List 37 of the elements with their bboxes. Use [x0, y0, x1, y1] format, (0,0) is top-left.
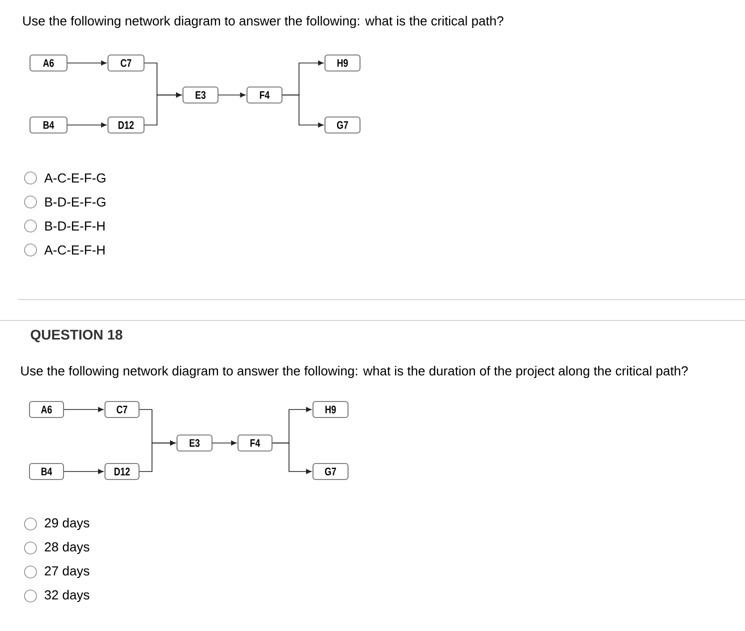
- arrow: [144, 92, 182, 126]
- activity-box: D12: [104, 463, 140, 480]
- arrow: [212, 440, 237, 446]
- option-text: A-C-E-F-G: [44, 173, 106, 183]
- activity-box: H9: [312, 401, 348, 418]
- option-text: 28 days: [44, 542, 90, 554]
- arrow: [218, 92, 246, 98]
- option-text: 29 days: [44, 518, 90, 530]
- activity-box: A6: [29, 401, 64, 418]
- option-text: 32 days: [44, 590, 90, 602]
- arrow: [282, 94, 324, 128]
- option-text: A-C-E-F-H: [44, 245, 105, 255]
- question-text: Use the following network diagram to answer the following: what is the critical path?: [23, 16, 504, 28]
- option-text: 27 days: [44, 566, 90, 578]
- arrow: [139, 440, 176, 472]
- activity-box: E3: [182, 86, 218, 104]
- activity-box: C7: [104, 401, 140, 418]
- activity-box: G7: [324, 116, 360, 134]
- option-text: B-D-E-F-H: [45, 222, 105, 230]
- activity-box: C7: [108, 54, 144, 72]
- question-text: Use the following network diagram to answer the following: what is the duration of the project along the critical path?: [21, 366, 688, 378]
- arrow: [64, 407, 104, 412]
- activity-box: F4: [246, 86, 282, 104]
- activity-box: H9: [324, 54, 360, 72]
- activity-box: G7: [312, 463, 348, 480]
- activity-box: A6: [30, 54, 68, 72]
- activity-box: D12: [108, 116, 144, 134]
- arrow: [272, 442, 312, 474]
- option-text: B-D-E-F-G: [45, 197, 106, 207]
- arrow: [64, 469, 104, 474]
- question-heading: QUESTION 18: [30, 330, 122, 342]
- activity-box: B4: [30, 116, 68, 134]
- activity-box: E3: [176, 434, 212, 452]
- arrow: [67, 122, 107, 128]
- arrow: [67, 60, 107, 66]
- activity-box: B4: [29, 463, 64, 480]
- activity-box: F4: [238, 434, 272, 452]
